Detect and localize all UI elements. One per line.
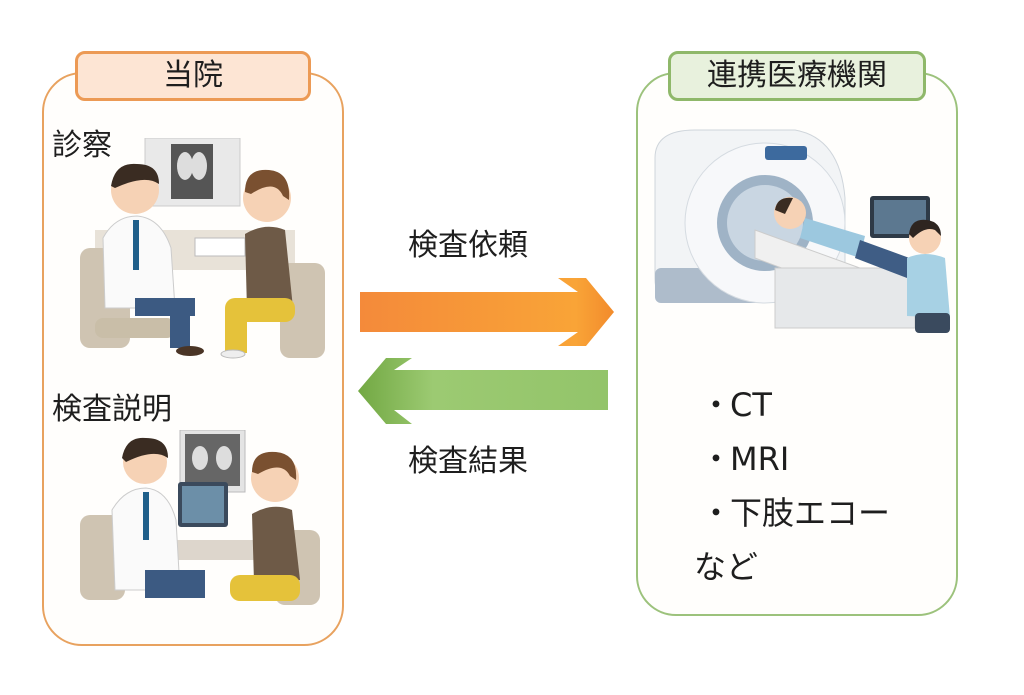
exam-item-leg-ultrasound: ・下肢エコー — [700, 486, 890, 540]
partner-hospital-title-tag: 連携医療機関 — [668, 51, 926, 101]
exam-result-label: 検査結果 — [408, 444, 528, 479]
exam-type-list: ・CT ・MRI ・下肢エコー など — [694, 378, 890, 594]
exam-request-label: 検査依頼 — [408, 228, 528, 263]
exam-explanation-label: 検査説明 — [52, 392, 172, 427]
exam-item-label: MRI — [730, 440, 790, 478]
exam-item-ct: ・CT — [700, 378, 890, 432]
exam-list-etc: など — [694, 548, 759, 586]
doctor-consultation-illustration — [80, 138, 325, 359]
bullet: ・ — [700, 440, 733, 478]
exam-item-mri: ・MRI — [700, 432, 890, 486]
ct-scanner-illustration — [654, 129, 950, 333]
exam-request-arrow-right-icon — [360, 278, 614, 346]
exam-item-label: 下肢エコー — [730, 494, 891, 532]
exam-item-label: CT — [730, 386, 772, 424]
bullet: ・ — [700, 386, 733, 424]
clinic-title-tag: 当院 — [75, 51, 311, 101]
doctor-explaining-scan-illustration — [80, 430, 320, 605]
bullet: ・ — [700, 494, 733, 532]
exam-result-arrow-left-icon — [358, 358, 608, 424]
consultation-label: 診察 — [52, 128, 112, 163]
